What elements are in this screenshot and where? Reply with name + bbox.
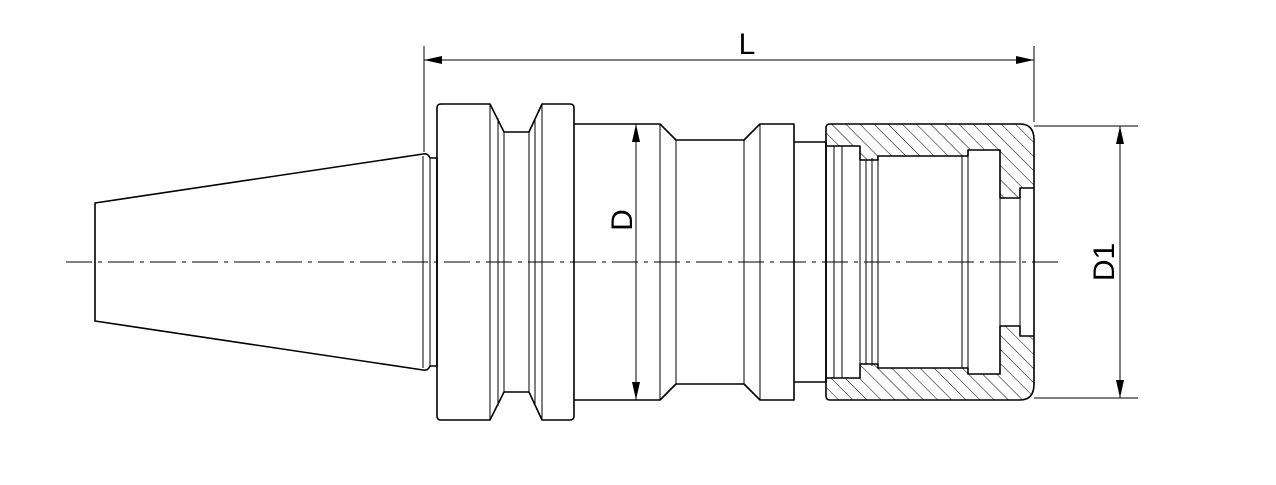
flange (436, 103, 575, 421)
dimension-label-l: L (739, 28, 756, 61)
dimension-d: D (606, 124, 640, 400)
collet-nut (825, 123, 1035, 401)
dimension-label-d1: D1 (1088, 243, 1121, 281)
dimension-l: L (423, 28, 1035, 152)
dimension-label-d: D (606, 209, 639, 231)
body (574, 123, 795, 401)
dimension-d1: D1 (1034, 125, 1138, 399)
